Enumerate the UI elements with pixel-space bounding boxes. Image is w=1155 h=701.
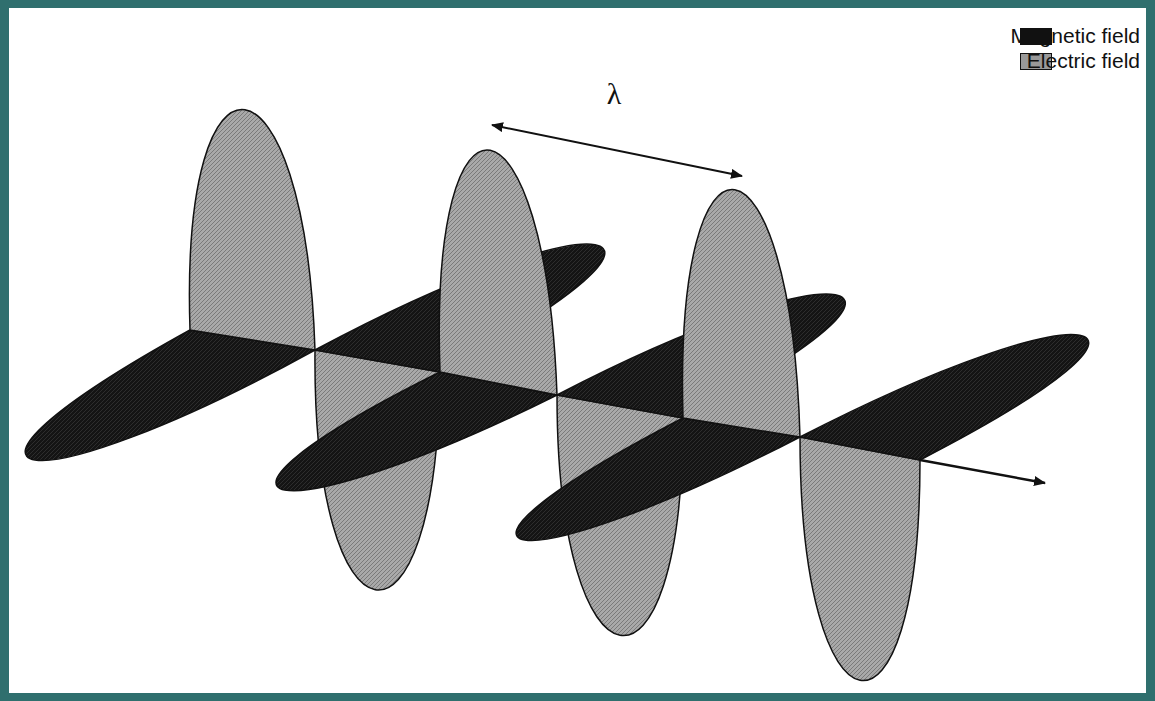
wavelength-arrow	[492, 125, 742, 176]
electric-lobe	[189, 110, 315, 350]
legend-text: Electric field	[1027, 49, 1140, 73]
magnetic-lobe	[25, 330, 315, 460]
legend-text: Magnetic field	[1010, 24, 1140, 48]
em-wave-illustration	[9, 8, 1146, 693]
magnetic-lobe	[276, 372, 557, 491]
wavelength-symbol: λ	[607, 78, 622, 110]
electric-lobe	[683, 190, 800, 437]
propagation-arrow	[920, 460, 1045, 483]
electric-lobe	[800, 437, 920, 681]
magnetic-lobe	[800, 335, 1089, 460]
magnetic-lobe	[516, 418, 800, 540]
white-panel: λ Magnetic fieldElectric field	[9, 8, 1146, 693]
electric-lobe	[439, 150, 557, 395]
